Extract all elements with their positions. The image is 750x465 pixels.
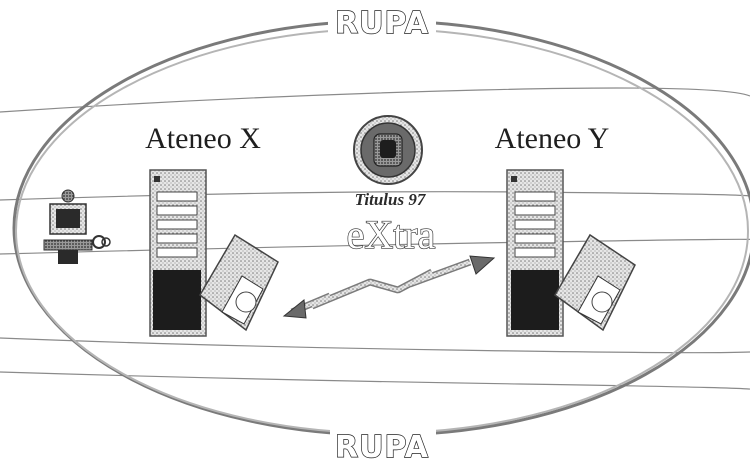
extra-label: eXtra: [347, 212, 436, 257]
right-disk-drive-icon: [554, 233, 636, 332]
right-server-icon: [506, 169, 564, 337]
node-title-left: Ateneo X: [145, 122, 261, 155]
node-title-right: Ateneo Y: [495, 122, 610, 155]
computer-workstation-icon: [43, 189, 111, 264]
seal-caption: Titulus 97: [355, 190, 427, 209]
lightning-arrow-icon: [282, 255, 496, 319]
left-disk-drive-icon: [199, 233, 279, 332]
rupa-label-top: RUPA: [328, 3, 436, 42]
rupa-label-bottom: RUPA: [330, 428, 436, 465]
svg-text:RUPA: RUPA: [335, 430, 429, 465]
titulus-seal-icon: [353, 115, 423, 185]
svg-text:RUPA: RUPA: [335, 6, 429, 41]
left-server-icon: [149, 169, 207, 337]
